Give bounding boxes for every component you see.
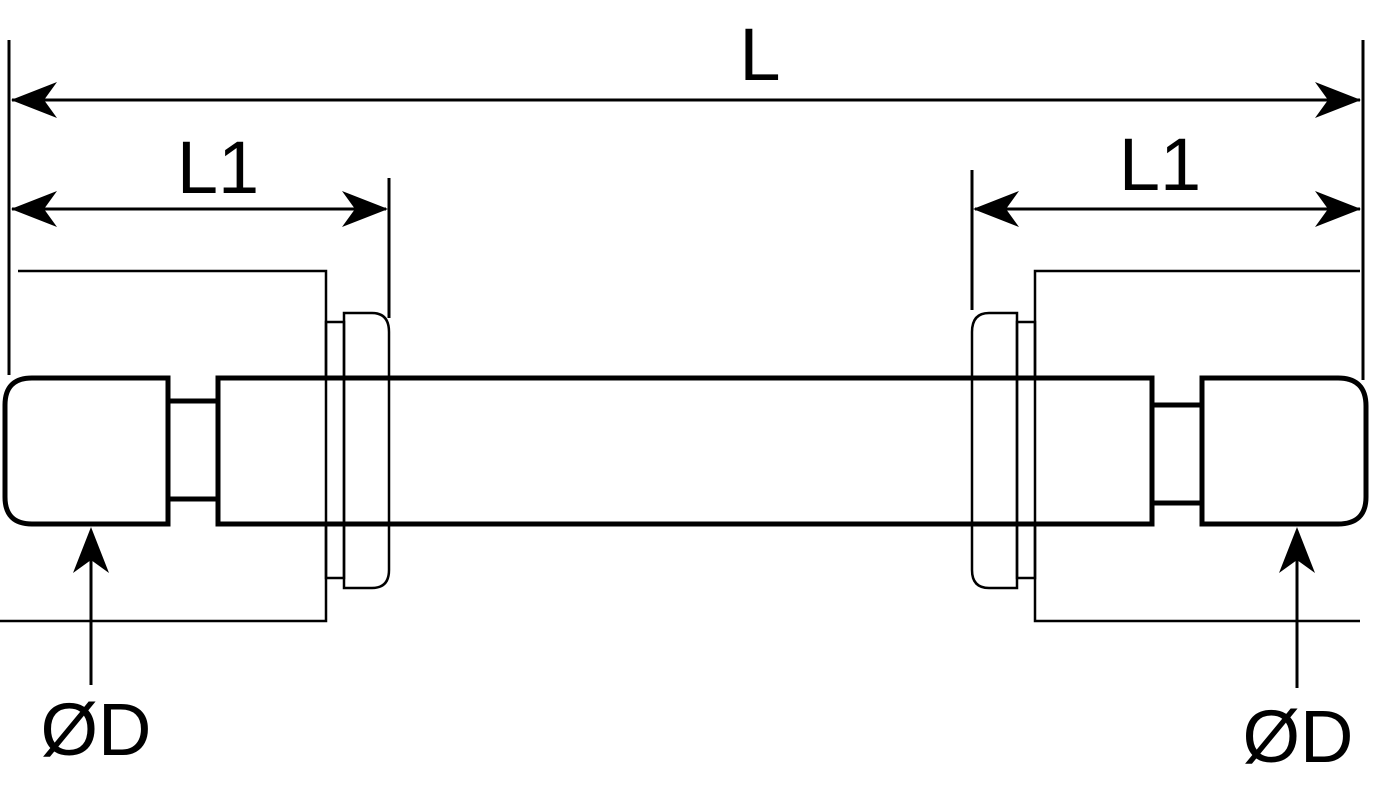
- right-l1-label: L1: [1119, 123, 1201, 206]
- right-length-dimension: L1: [970, 123, 1361, 310]
- right-l1-arrow-start: [973, 191, 1019, 227]
- left-length-dimension: L1: [11, 126, 391, 318]
- hose-body: [215, 375, 1155, 527]
- right-neck: [1149, 402, 1205, 506]
- left-diameter-arrow: [73, 527, 109, 573]
- left-flange: [324, 311, 391, 590]
- left-flange-disc: [342, 311, 391, 590]
- hose-assembly: [2, 375, 1369, 527]
- overall-length-label: L: [739, 13, 780, 96]
- left-diameter-label: ØD: [41, 688, 152, 771]
- right-diameter-arrow: [1279, 527, 1315, 573]
- left-l1-arrow-start: [11, 191, 57, 227]
- right-diameter-label: ØD: [1243, 695, 1354, 778]
- right-diameter-callout: ØD: [1243, 527, 1354, 778]
- overall-right-arrow: [1315, 82, 1361, 118]
- right-flange: [970, 311, 1037, 590]
- overall-length-dimension: L: [7, 13, 1365, 380]
- left-end-fitting: [2, 375, 171, 527]
- right-l1-arrow-end: [1315, 191, 1361, 227]
- overall-left-arrow: [11, 82, 57, 118]
- left-diameter-callout: ØD: [41, 527, 152, 771]
- right-flange-disc: [970, 311, 1019, 590]
- left-l1-arrow-end: [342, 191, 388, 227]
- left-l1-label: L1: [177, 126, 259, 209]
- right-end-fitting: [1199, 375, 1369, 527]
- left-neck: [165, 398, 221, 502]
